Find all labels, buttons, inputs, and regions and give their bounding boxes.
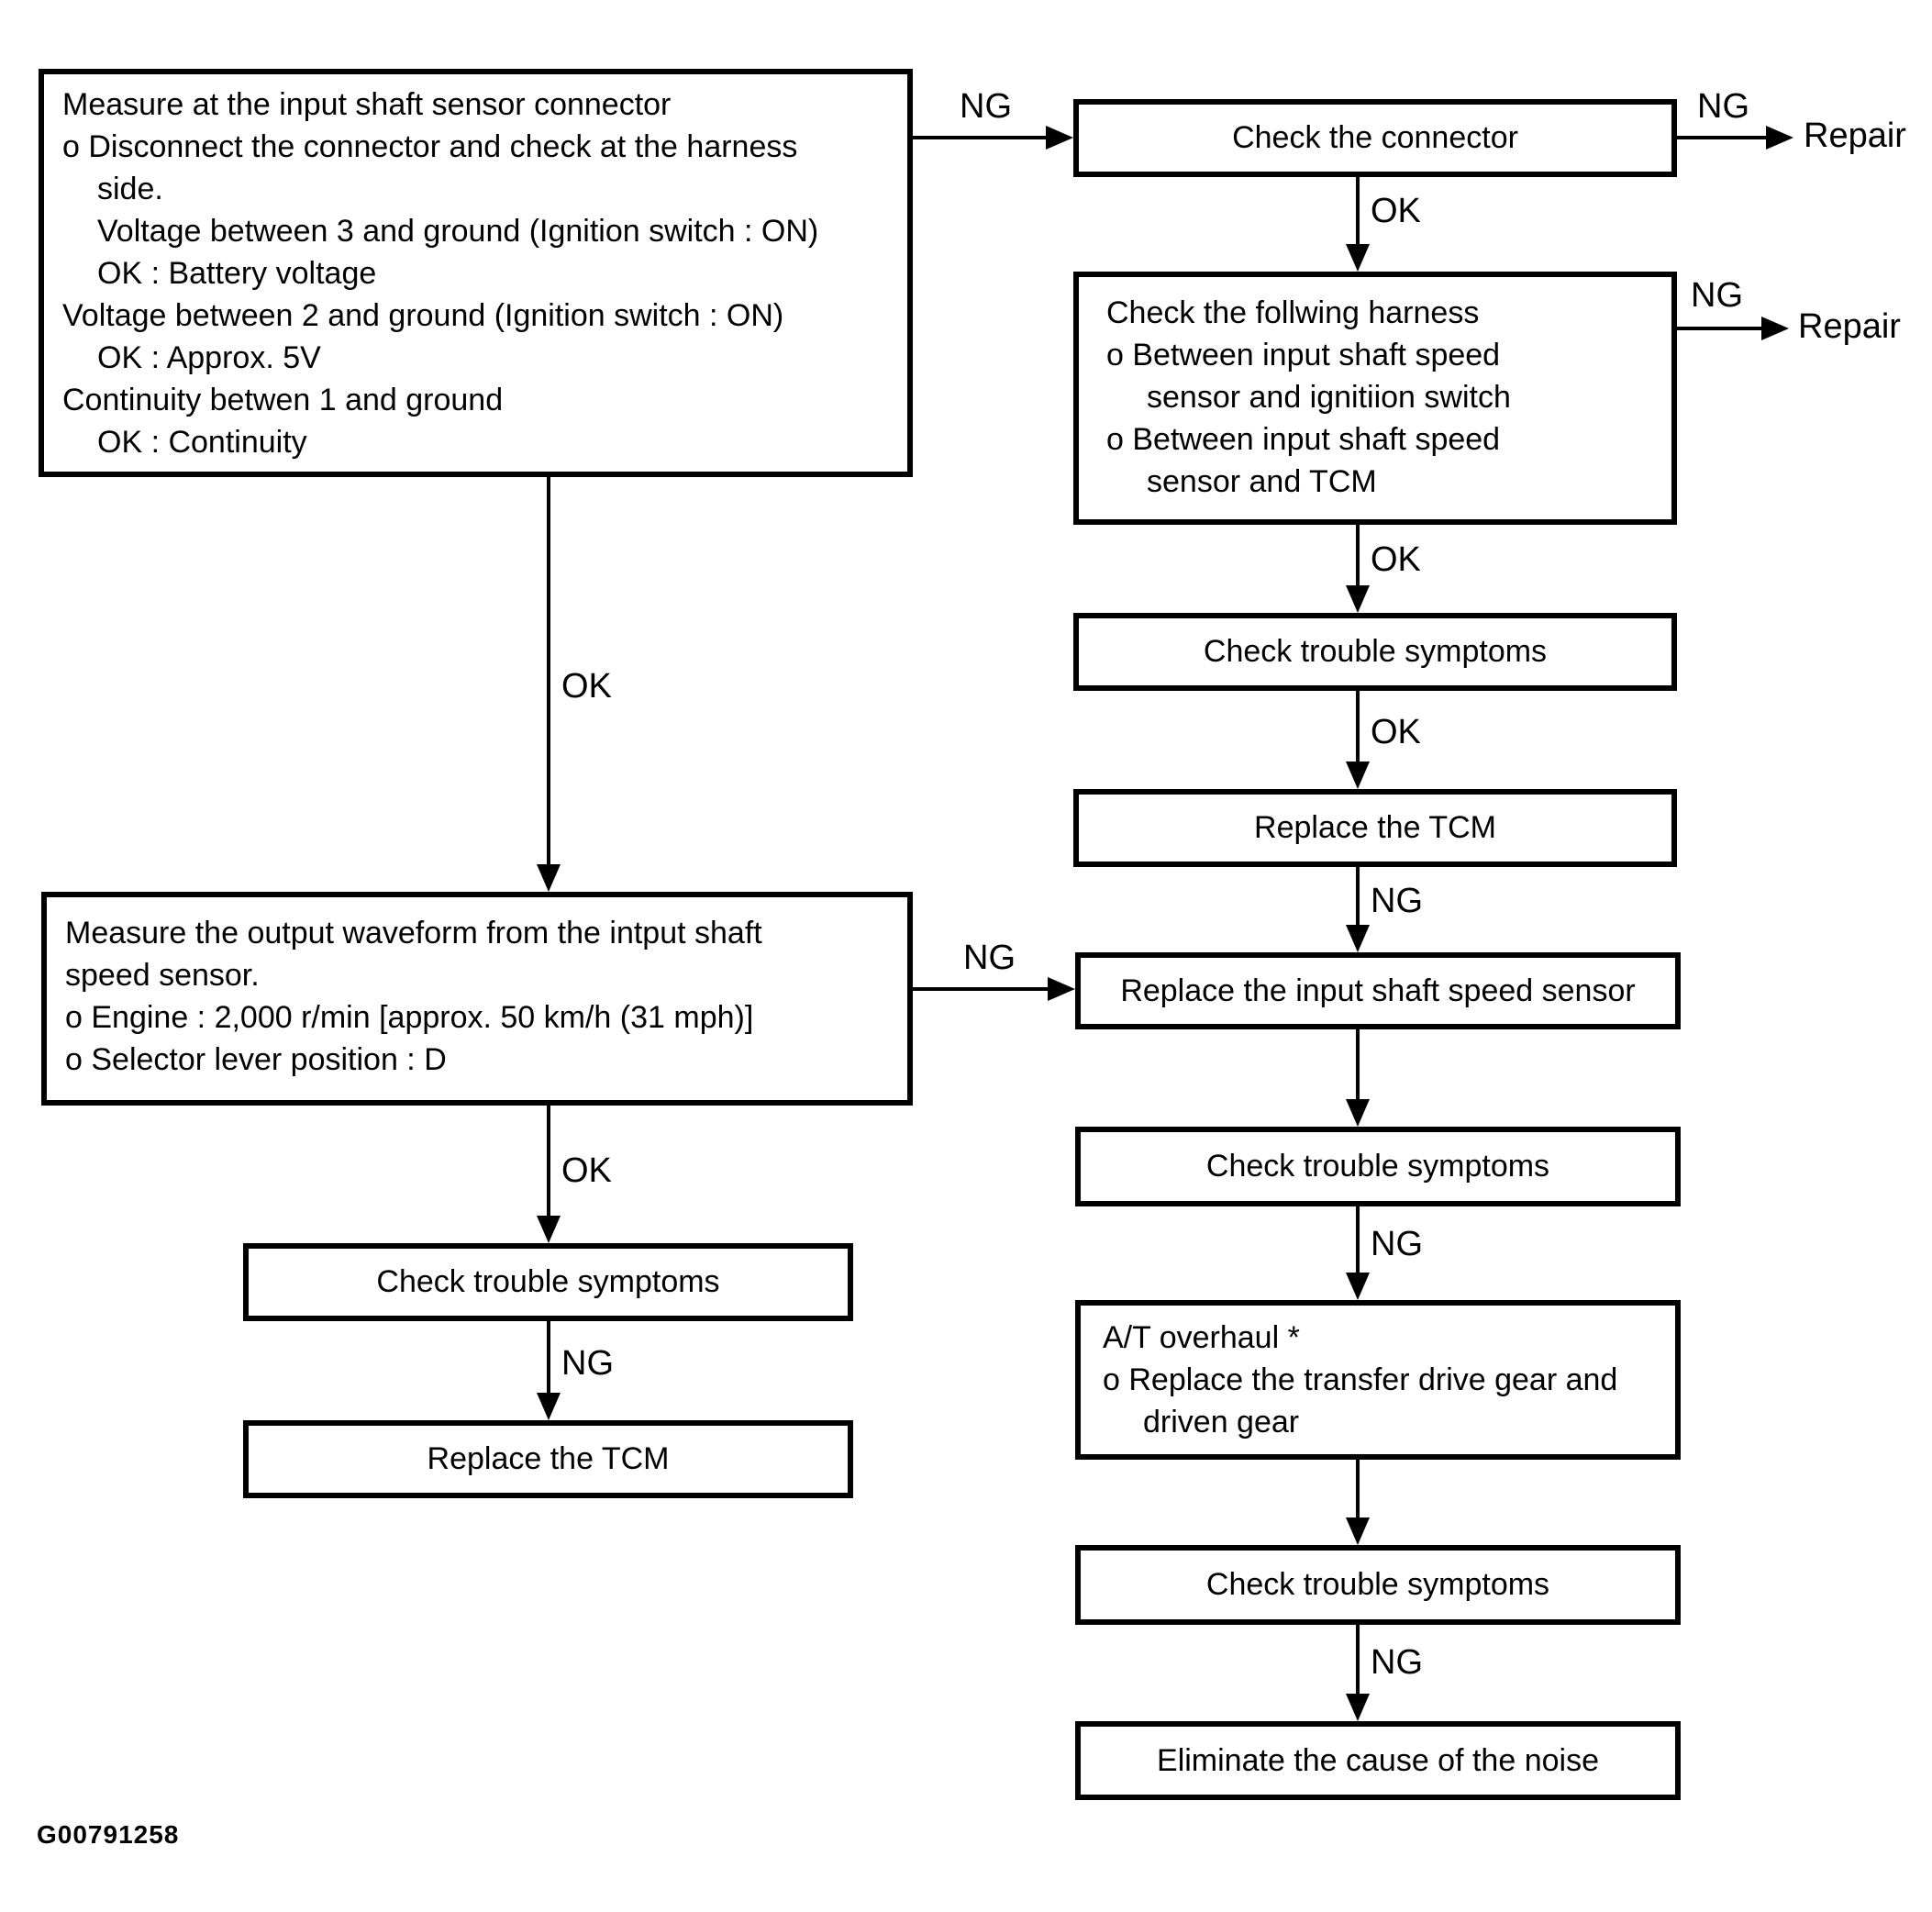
- box-check-trouble-symptoms-right-2: Check trouble symptoms: [1075, 1127, 1681, 1206]
- edge-label-ng: NG: [1371, 882, 1423, 920]
- terminal-repair: Repair: [1804, 117, 1906, 155]
- arrowhead-down-icon: [1346, 925, 1370, 952]
- connector-line: [547, 1106, 550, 1216]
- box-text-line: OK : Continuity: [97, 425, 307, 460]
- connector-line: [1677, 327, 1761, 330]
- arrowhead-down-icon: [1346, 244, 1370, 272]
- connector-line: [547, 477, 550, 864]
- edge-label-ok: OK: [561, 667, 612, 706]
- box-text: Check trouble symptoms: [1203, 634, 1548, 669]
- connector-line: [1356, 525, 1360, 585]
- arrowhead-down-icon: [537, 864, 561, 892]
- edge-label-ng: NG: [1697, 87, 1749, 126]
- box-at-overhaul: A/T overhaul * o Replace the transfer dr…: [1075, 1300, 1681, 1460]
- box-text: Check trouble symptoms: [1205, 1567, 1550, 1602]
- arrowhead-down-icon: [1346, 585, 1370, 613]
- box-replace-input-shaft-speed-sensor: Replace the input shaft speed sensor: [1075, 952, 1681, 1029]
- box-check-trouble-symptoms-right-3: Check trouble symptoms: [1075, 1545, 1681, 1625]
- box-text: Replace the input shaft speed sensor: [1120, 973, 1636, 1008]
- box-text: Check the connector: [1232, 120, 1518, 155]
- box-text: Replace the TCM: [1254, 810, 1496, 845]
- edge-label-ok: OK: [1371, 540, 1421, 579]
- connector-line: [547, 1321, 550, 1393]
- edge-label-ok: OK: [1371, 192, 1421, 230]
- edge-label-ng: NG: [1691, 276, 1743, 315]
- edge-label-ng: NG: [960, 87, 1012, 126]
- arrowhead-down-icon: [1346, 761, 1370, 789]
- box-text-line: sensor and TCM: [1147, 464, 1377, 499]
- edge-label-ng: NG: [1371, 1643, 1423, 1682]
- connector-line: [1356, 1460, 1360, 1517]
- box-measure-output-waveform: Measure the output waveform from the int…: [41, 892, 913, 1106]
- arrowhead-right-icon: [1048, 977, 1075, 1001]
- edge-label-ng: NG: [963, 939, 1016, 977]
- arrowhead-down-icon: [1346, 1694, 1370, 1721]
- box-text-line: o Selector lever position : D: [65, 1042, 447, 1077]
- arrowhead-down-icon: [1346, 1099, 1370, 1127]
- arrowhead-right-icon: [1761, 317, 1789, 340]
- connector-line: [1356, 1625, 1360, 1694]
- connector-line: [1356, 177, 1360, 244]
- arrowhead-right-icon: [1766, 126, 1793, 150]
- box-text-line: o Disconnect the connector and check at …: [62, 129, 798, 164]
- box-text: Check trouble symptoms: [1205, 1149, 1550, 1184]
- box-text-line: OK : Approx. 5V: [97, 340, 321, 375]
- box-text-line: OK : Battery voltage: [97, 256, 377, 291]
- box-text: Eliminate the cause of the noise: [1157, 1742, 1599, 1778]
- edge-label-ok: OK: [1371, 713, 1421, 751]
- connector-line: [913, 987, 1048, 991]
- box-replace-tcm-right: Replace the TCM: [1073, 789, 1677, 867]
- box-text-line: sensor and ignitiion switch: [1147, 380, 1511, 415]
- box-text-line: Voltage between 3 and ground (Ignition s…: [97, 214, 819, 249]
- arrowhead-down-icon: [1346, 1273, 1370, 1300]
- terminal-repair: Repair: [1798, 307, 1901, 346]
- arrowhead-down-icon: [1346, 1517, 1370, 1545]
- connector-line: [1356, 867, 1360, 925]
- box-text-line: o Between input shaft speed: [1106, 422, 1501, 457]
- box-text-line: Measure at the input shaft sensor connec…: [62, 87, 672, 122]
- box-text-line: Continuity betwen 1 and ground: [62, 383, 504, 417]
- box-text: Replace the TCM: [427, 1441, 670, 1476]
- connector-line: [913, 136, 1046, 139]
- box-text-line: driven gear: [1143, 1405, 1300, 1440]
- arrowhead-down-icon: [537, 1216, 561, 1243]
- edge-label-ng: NG: [1371, 1225, 1423, 1263]
- edge-label-ok: OK: [561, 1151, 612, 1190]
- connector-line: [1356, 1206, 1360, 1273]
- box-check-trouble-symptoms-right-1: Check trouble symptoms: [1073, 613, 1677, 691]
- connector-line: [1677, 136, 1766, 139]
- box-check-the-connector: Check the connector: [1073, 99, 1677, 177]
- connector-line: [1356, 691, 1360, 761]
- box-eliminate-cause-of-noise: Eliminate the cause of the noise: [1075, 1721, 1681, 1800]
- box-text-line: o Engine : 2,000 r/min [approx. 50 km/h …: [65, 1000, 754, 1035]
- box-check-following-harness: Check the follwing harness o Between inp…: [1073, 272, 1677, 525]
- box-text-line: o Between input shaft speed: [1106, 338, 1501, 372]
- connector-line: [1356, 1029, 1360, 1099]
- box-text-line: Check the follwing harness: [1106, 295, 1480, 330]
- box-text-line: side.: [97, 172, 163, 206]
- edge-label-ng: NG: [561, 1344, 614, 1383]
- arrowhead-down-icon: [537, 1393, 561, 1420]
- box-text-line: A/T overhaul *: [1103, 1320, 1300, 1355]
- box-text: Check trouble symptoms: [376, 1264, 720, 1299]
- figure-code: G00791258: [37, 1820, 180, 1849]
- box-measure-at-input-shaft-sensor-connector: Measure at the input shaft sensor connec…: [39, 69, 913, 477]
- box-text-line: speed sensor.: [65, 958, 260, 993]
- box-replace-tcm-left: Replace the TCM: [243, 1420, 853, 1498]
- arrowhead-right-icon: [1046, 126, 1073, 150]
- box-check-trouble-symptoms-left: Check trouble symptoms: [243, 1243, 853, 1321]
- box-text-line: o Replace the transfer drive gear and: [1103, 1362, 1618, 1397]
- box-text-line: Measure the output waveform from the int…: [65, 916, 762, 950]
- box-text-line: Voltage between 2 and ground (Ignition s…: [62, 298, 784, 333]
